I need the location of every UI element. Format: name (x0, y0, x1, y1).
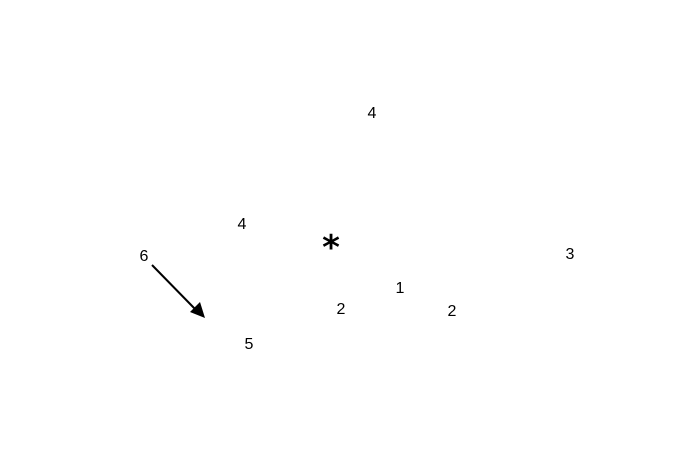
asterisk-icon: * (322, 228, 340, 268)
number-label: 2 (336, 301, 346, 318)
number-label: 3 (565, 246, 575, 263)
number-label: 2 (447, 303, 457, 320)
number-label: 4 (367, 105, 377, 122)
number-label: 5 (244, 336, 254, 353)
number-label: 4 (237, 216, 247, 233)
arrow-shaft (151, 264, 197, 311)
number-label: 1 (395, 280, 405, 297)
arrow-head (190, 302, 205, 318)
number-label: 6 (139, 248, 149, 265)
